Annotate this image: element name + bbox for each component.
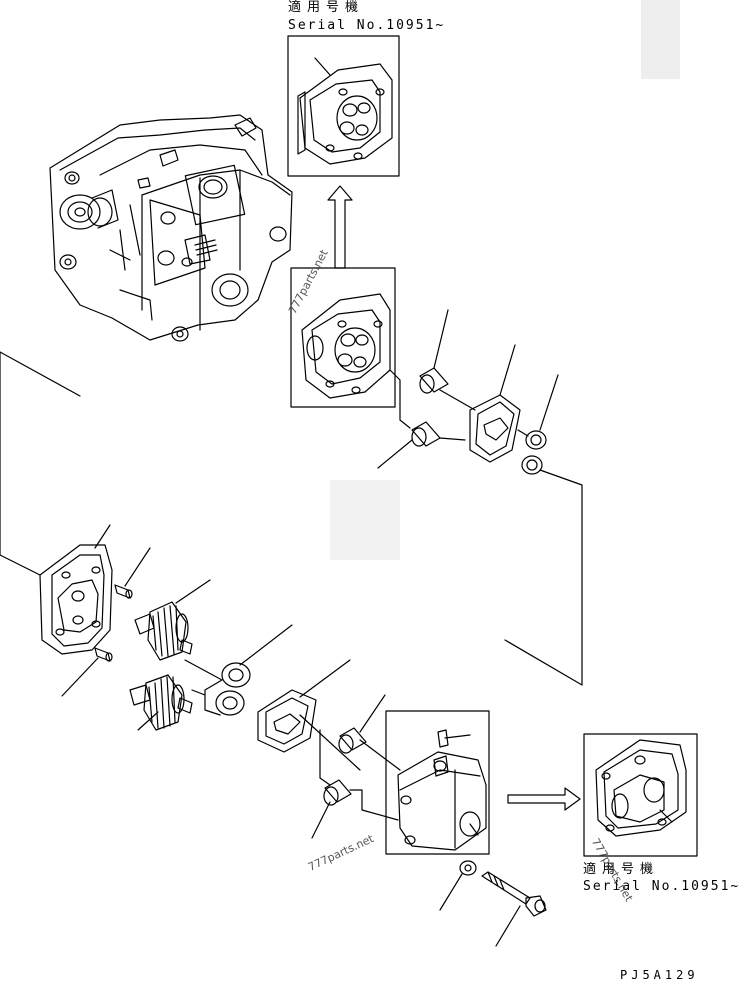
bushing-lower [378,422,440,468]
bottom-serial-label: Serial No.10951~ [583,879,740,894]
dowel-pin-lower [62,648,112,696]
bushing-lower-a [339,695,385,753]
arrow-right-icon [508,788,580,810]
main-pump-assembly [50,115,292,341]
watermark-logo-icon [330,480,400,560]
ring-pair-lower [216,625,292,715]
dowel-pin-upper [115,548,150,598]
bolt [482,872,546,946]
seal-lower [258,660,350,752]
rear-body-box [386,711,489,854]
diagram-code: PJ5A129 [620,968,699,982]
driven-gear-shaft [130,675,192,730]
middle-cover-box [291,268,395,407]
top-inset-cover [288,36,399,176]
seal-upper [470,345,520,462]
bottom-applicable-label: 適用号機 [583,862,660,877]
ring-pair-upper [522,375,558,474]
bottom-inset-cover [584,734,697,856]
arrow-up-icon [328,186,352,268]
front-flange-cover [40,525,112,654]
top-applicable-label: 適用号機 [288,0,365,15]
connector-lines [0,352,582,820]
drive-gear-shaft [135,580,210,660]
washer [440,861,476,910]
bushing-lower-b [312,780,351,838]
top-serial-label: Serial No.10951~ [288,18,446,33]
page-edge-tab [641,0,680,79]
bushing-upper [420,310,448,393]
